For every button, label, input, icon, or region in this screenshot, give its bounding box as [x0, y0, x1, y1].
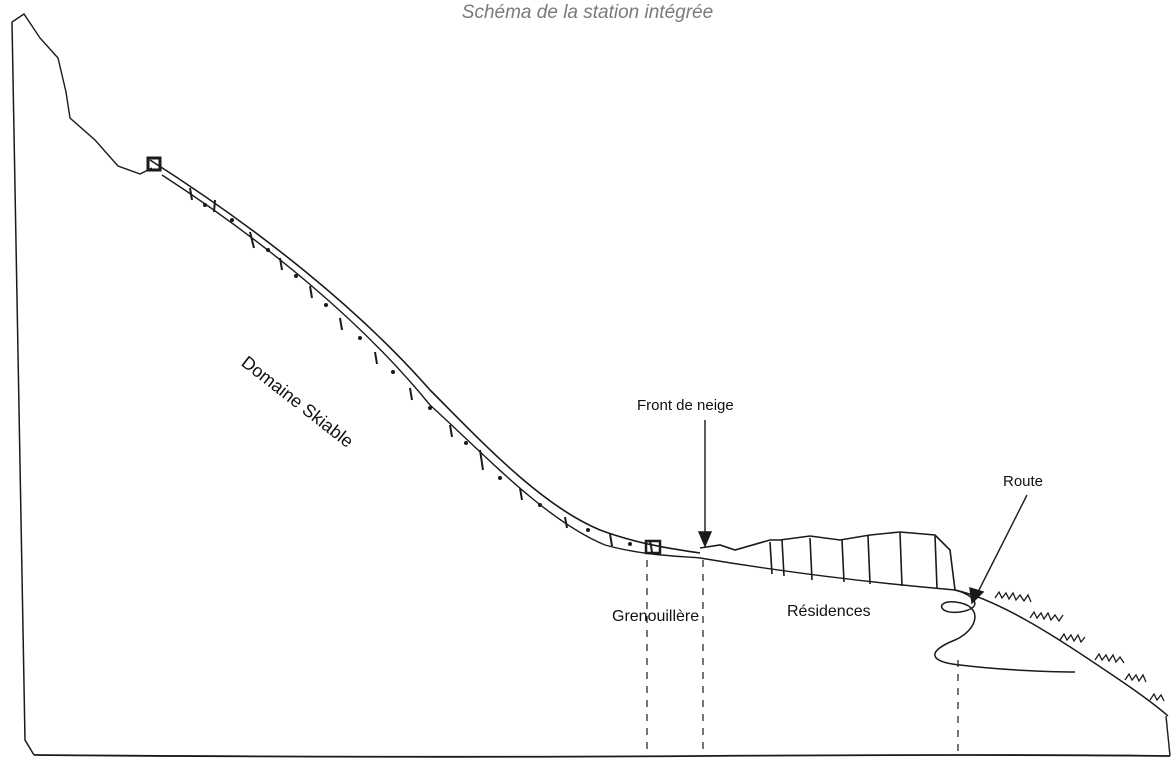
label-front-de-neige: Front de neige	[637, 397, 734, 414]
slope-upper-line	[149, 159, 701, 554]
front-de-neige-arrow	[697, 420, 713, 548]
slope-marks	[189, 187, 653, 553]
slope-lower-line	[161, 174, 701, 559]
route-arrow	[969, 494, 1028, 605]
road-serpentine	[934, 589, 1076, 673]
slope-dots	[203, 203, 632, 546]
dashed-guides	[646, 560, 959, 755]
residences-ground	[699, 557, 956, 591]
label-grenouillere: Grenouillère	[612, 608, 700, 625]
label-route: Route	[1003, 473, 1044, 490]
left-edge-line	[11, 21, 35, 756]
label-residences: Résidences	[787, 603, 871, 620]
residence-walls	[769, 532, 938, 589]
summit-profile	[11, 13, 153, 175]
top-lift-station	[146, 156, 162, 172]
residences-roofline	[699, 531, 956, 591]
diagram-title: Schéma de la station intégrée	[461, 2, 714, 23]
lower-slope-line	[954, 589, 1169, 717]
vegetation-marks	[994, 590, 1165, 702]
baseline	[33, 754, 1171, 758]
base-lift-station	[644, 539, 662, 555]
right-edge-line	[1165, 715, 1171, 757]
